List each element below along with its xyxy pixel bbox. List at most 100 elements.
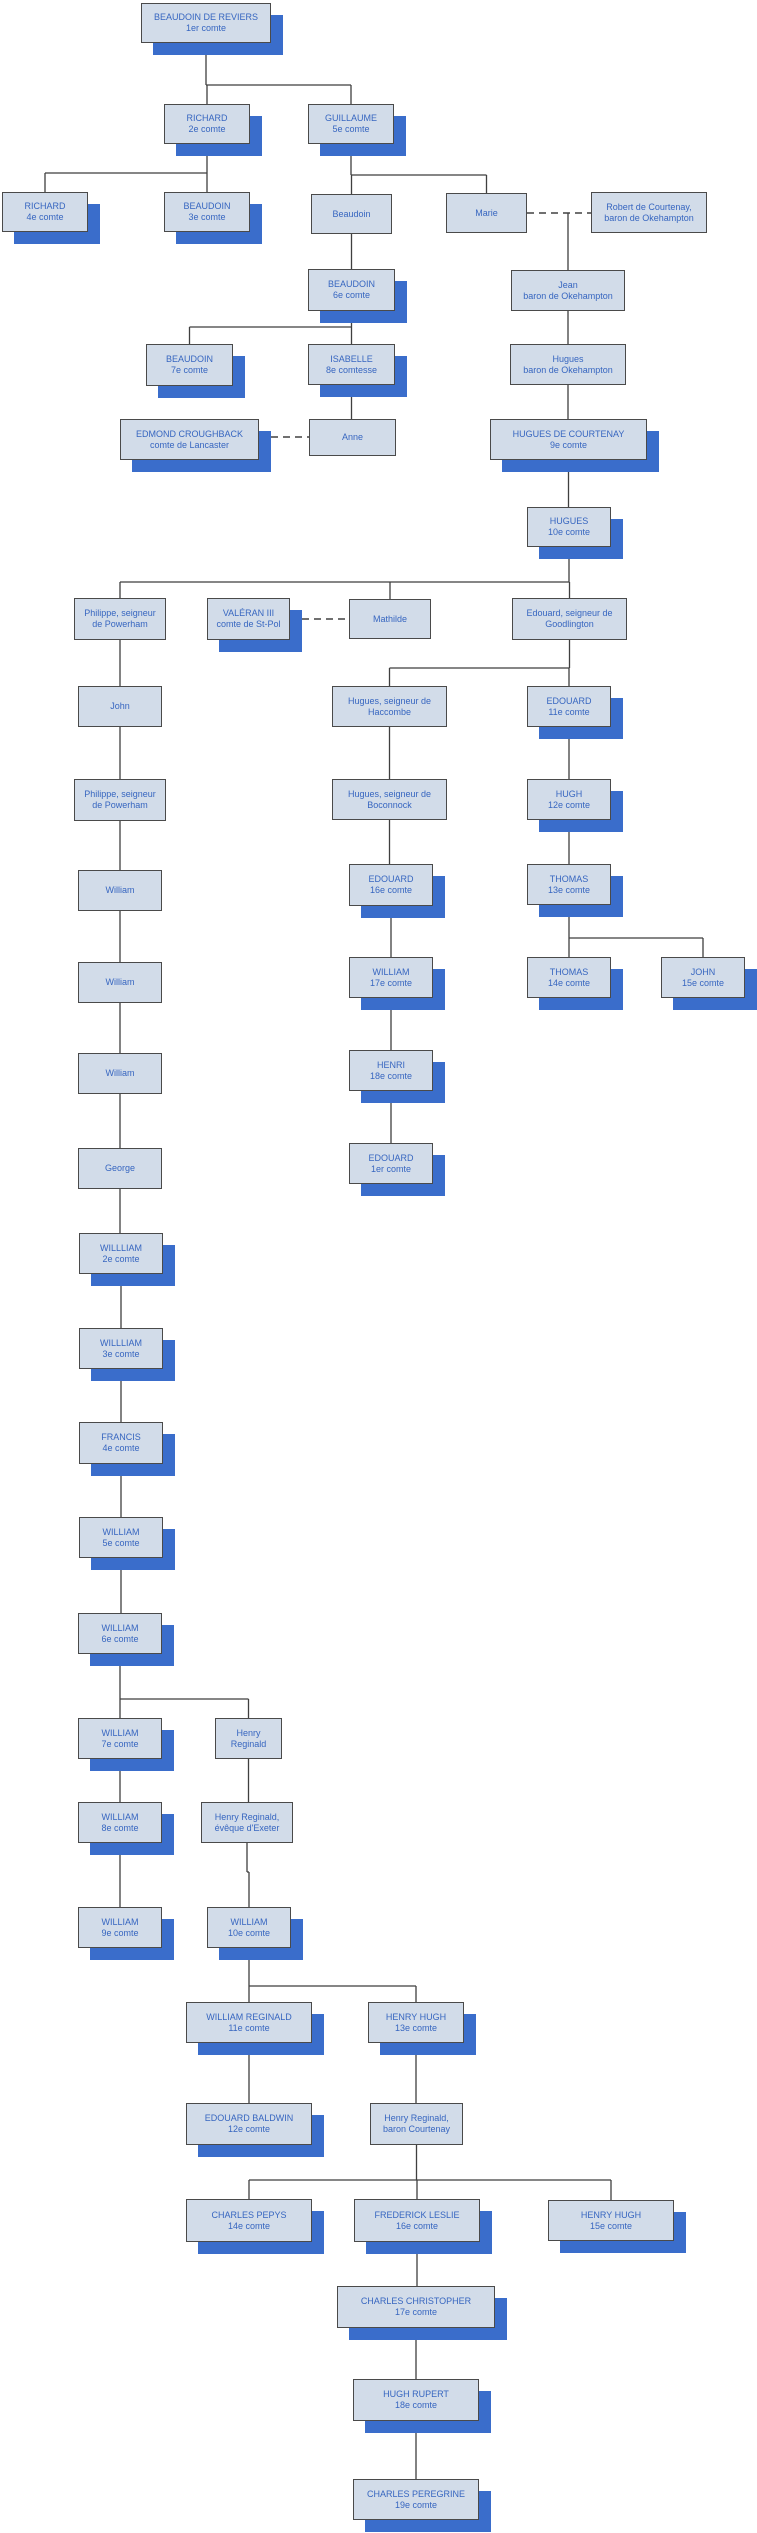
person-name: Henry (236, 1727, 261, 1738)
person-name: RICHARD (186, 113, 228, 123)
person-name: Mathilde (372, 613, 408, 624)
person-title: 18e comte (369, 1070, 413, 1081)
person-name: EDOUARD (546, 695, 592, 706)
person-title: 4e comte (26, 212, 64, 222)
person-title: 16e comte (369, 885, 413, 895)
person-title: 5e comte (102, 1537, 140, 1548)
person-name: Henry Reginald, (384, 2113, 449, 2123)
person-title: 1er comte (185, 23, 227, 33)
person-title: Goodlington (545, 619, 594, 629)
person-title: 15e comte (681, 977, 725, 988)
person-name: WILLIAM (101, 1916, 139, 1927)
person-title: 2e comte (188, 124, 226, 134)
person-title: 7e comte (101, 1738, 139, 1749)
person-box-williamb: William (78, 962, 162, 1003)
person-name: GUILLAUME (324, 113, 377, 123)
person-box-williama: William (78, 870, 162, 911)
person-name: WILLIAM (372, 966, 410, 977)
person-name: JOHN (690, 966, 716, 977)
person-name: ISABELLE (330, 353, 373, 364)
person-box-anne: Anne (309, 419, 396, 456)
person-name: HUGH RUPERT (383, 2389, 449, 2399)
person-name: Anne (341, 432, 364, 442)
person-name: Marie (475, 207, 498, 218)
person-name: BEAUDOIN (183, 201, 231, 211)
person-title: 13e comte (547, 884, 591, 895)
person-name: HUGH (555, 788, 583, 799)
person-title: 1er comte (370, 1163, 412, 1174)
person-name: WILLIAM (101, 1811, 139, 1822)
person-title: 9e comte (549, 439, 588, 450)
person-title: 9e comte (101, 1927, 139, 1938)
person-title: 11e comte (548, 706, 590, 717)
person-name: FRANCIS (101, 1432, 141, 1442)
person-title: 7e comte (170, 365, 209, 375)
person-box-hrbaron: Henry Reginald,baron Courtenay (370, 2103, 463, 2145)
person-name: HUGUES (549, 516, 589, 526)
person-title: 10e comte (227, 1927, 271, 1938)
person-name: CHARLES CHRISTOPHER (360, 2296, 472, 2306)
person-name: BEAUDOIN (165, 354, 213, 364)
person-name: HENRI (376, 1059, 405, 1070)
person-name: EDOUARD (368, 1152, 414, 1163)
person-title: 17e comte (394, 2307, 438, 2317)
person-title: comte de Lancaster (149, 439, 230, 450)
person-name: Philippe, seigneur (84, 789, 156, 799)
person-title: de Powerham (92, 619, 148, 629)
person-title: 16e comte (395, 2220, 439, 2231)
person-title: 6e comte (332, 290, 371, 300)
person-title: de Powerham (92, 800, 148, 810)
person-name: WILLLIAM (99, 1242, 142, 1253)
person-title: 12e comte (227, 2124, 271, 2134)
person-name: WILLIAM (101, 1622, 139, 1633)
person-name: CHARLES PEPYS (211, 2209, 287, 2220)
person-title: 19e comte (394, 2499, 438, 2510)
person-name: VALÉRAN III (222, 608, 275, 618)
person-title: 10e comte (547, 527, 591, 537)
person-name: William (105, 977, 135, 987)
person-title: 15e comte (589, 2220, 633, 2231)
person-title: baron de Okehampton (523, 364, 613, 375)
person-box-beaudoin: Beaudoin (311, 194, 392, 234)
person-name: EDMOND CROUGHBACK (135, 428, 243, 439)
person-title: 13e comte (394, 2022, 438, 2033)
person-title: évêque d'Exeter (214, 1822, 280, 1833)
person-name: WILLIAM (102, 1526, 140, 1537)
person-name: WILLLIAM (99, 1337, 142, 1348)
person-name: Beaudoin (332, 208, 371, 219)
person-name: BEAUDOIN (327, 279, 375, 289)
person-name: Hugues (552, 353, 584, 364)
person-name: Robert de Courtenay, (606, 201, 692, 212)
person-name: HUGUES DE COURTENAY (512, 428, 625, 439)
person-title: 2e comte (102, 1253, 140, 1264)
